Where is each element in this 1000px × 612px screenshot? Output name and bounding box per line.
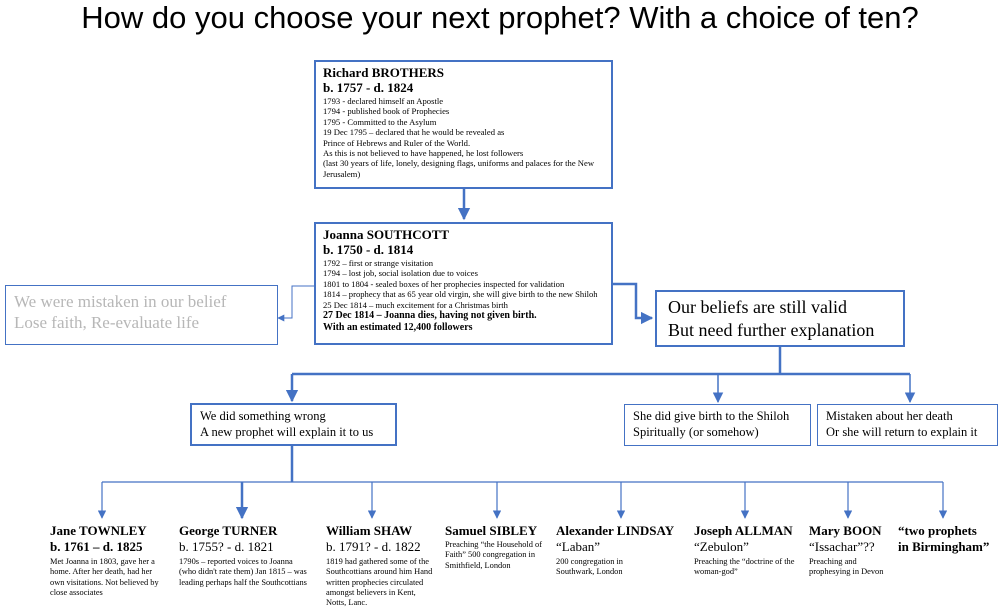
southcott-followers: With an estimated 12,400 followers: [323, 322, 473, 334]
return-line: Or she will return to explain it: [826, 425, 978, 439]
prophet-desc: Preaching “the Household of Faith” 500 c…: [445, 540, 542, 570]
prophet-alexander-lindsay: Alexander LINDSAY “Laban” 200 congregati…: [556, 523, 681, 578]
prophet-name: Jane TOWNLEY: [50, 523, 147, 538]
brothers-dates: b. 1757 - d. 1824: [323, 80, 414, 95]
brothers-line: Prince of Hebrews and Ruler of the World…: [323, 137, 471, 148]
southcott-line: 25 Dec 1814 – much excitement for a Chri…: [323, 299, 508, 310]
mistaken-box: We were mistaken in our belief Lose fait…: [5, 285, 278, 345]
valid-box: Our beliefs are still valid But need fur…: [655, 290, 905, 347]
prophet-desc: 1819 had gathered some of the Southcotti…: [326, 557, 433, 608]
southcott-line: 1792 – first or strange visitation: [323, 258, 434, 268]
arrow-to-mistaken: [277, 285, 314, 322]
page-title: How do you choose your next prophet? Wit…: [81, 0, 919, 35]
southcott-death: 27 Dec 1814 – Joanna dies, having not gi…: [323, 310, 537, 322]
shiloh-box: She did give birth to the Shiloh Spiritu…: [624, 404, 811, 446]
prophet-william-shaw: William SHAW b. 1791? - d. 1822 1819 had…: [326, 523, 438, 608]
wrong-line: A new prophet will explain it to us: [200, 425, 374, 439]
return-box: Mistaken about her death Or she will ret…: [817, 404, 998, 446]
prophet-name: “two prophets: [898, 523, 977, 538]
mistaken-line: Lose faith, Re-evaluate life: [14, 313, 200, 332]
prophet-mary-boon: Mary BOON “Issachar”?? Preaching and pro…: [809, 523, 894, 578]
prophet-desc: 1790s – reported voices to Joanna (who d…: [179, 557, 307, 587]
wrong-box: We did something wrong A new prophet wil…: [190, 403, 397, 446]
prophet-name: Alexander LINDSAY: [556, 523, 675, 538]
shiloh-line: She did give birth to the Shiloh: [633, 409, 790, 423]
shiloh-line: Spiritually (or somehow): [633, 425, 759, 439]
wrong-line: We did something wrong: [200, 409, 326, 423]
prophet-alias: “Zebulon”: [694, 539, 749, 554]
prophet-alias: “Laban”: [556, 539, 601, 554]
prophet-name: William SHAW: [326, 523, 413, 538]
southcott-name: Joanna SOUTHCOTT: [323, 227, 450, 242]
prophet-samuel-sibley: Samuel SIBLEY Preaching “the Household o…: [445, 523, 545, 571]
southcott-line: 1794 – lost job, social isolation due to…: [323, 268, 478, 279]
prophet-desc: Preaching the “doctrine of the woman-god…: [694, 557, 795, 577]
brothers-line: (last 30 years of life, lonely, designin…: [323, 158, 595, 169]
prophet-joseph-allman: Joseph ALLMAN “Zebulon” Preaching the “d…: [694, 523, 799, 578]
prophet-name: Joseph ALLMAN: [694, 523, 793, 538]
prophet-george-turner: George TURNER b. 1755? - d. 1821 1790s –…: [179, 523, 309, 588]
prophet-dates: b. 1791? - d. 1822: [326, 539, 421, 554]
prophet-dates: b. 1755? - d. 1821: [179, 539, 274, 554]
southcott-dates: b. 1750 - d. 1814: [323, 242, 414, 257]
valid-line: Our beliefs are still valid: [668, 297, 847, 317]
valid-line: But need further explanation: [668, 320, 875, 340]
southcott-box: Joanna SOUTHCOTT b. 1750 - d. 1814 1792 …: [314, 222, 613, 345]
prophet-desc: 200 congregation in Southwark, London: [556, 557, 623, 577]
brothers-line: 1794 - published book of Prophecies: [323, 106, 450, 117]
southcott-line: 1814 – prophecy that as 65 year old virg…: [323, 289, 598, 300]
prophet-name: Mary BOON: [809, 523, 882, 538]
brothers-line: As this is not believed to have happened…: [323, 148, 524, 159]
mistaken-line: We were mistaken in our belief: [14, 292, 227, 311]
prophet-name: George TURNER: [179, 523, 278, 538]
brothers-line: 1793 - declared himself an Apostle: [323, 96, 444, 106]
prophet-dates: b. 1761 – d. 1825: [50, 539, 143, 554]
brothers-line: Jerusalem): [323, 168, 361, 179]
brothers-line: 1795 - Committed to the Asylum: [323, 116, 437, 127]
prophet-jane-townley: Jane TOWNLEY b. 1761 – d. 1825 Met Joann…: [50, 523, 162, 598]
arrow-to-valid: [613, 282, 654, 325]
return-line: Mistaken about her death: [826, 409, 953, 423]
prophet-desc: Preaching and prophesying in Devon: [809, 557, 884, 577]
brothers-box: Richard BROTHERS b. 1757 - d. 1824 1793 …: [314, 60, 613, 189]
prophet-name-cont: in Birmingham”: [898, 539, 990, 554]
brothers-line: 19 Dec 1795 – declared that he would be …: [323, 127, 505, 138]
prophet-name: Samuel SIBLEY: [445, 523, 538, 538]
prophet-two-prophets-birmingham: “two prophets in Birmingham”: [898, 523, 998, 555]
prophet-desc: Met Joanna in 1803, gave her a home. Aft…: [50, 557, 159, 597]
southcott-line: 1801 to 1804 - sealed boxes of her proph…: [323, 278, 565, 289]
brothers-name: Richard BROTHERS: [323, 65, 444, 80]
prophet-alias: “Issachar”??: [809, 539, 875, 554]
